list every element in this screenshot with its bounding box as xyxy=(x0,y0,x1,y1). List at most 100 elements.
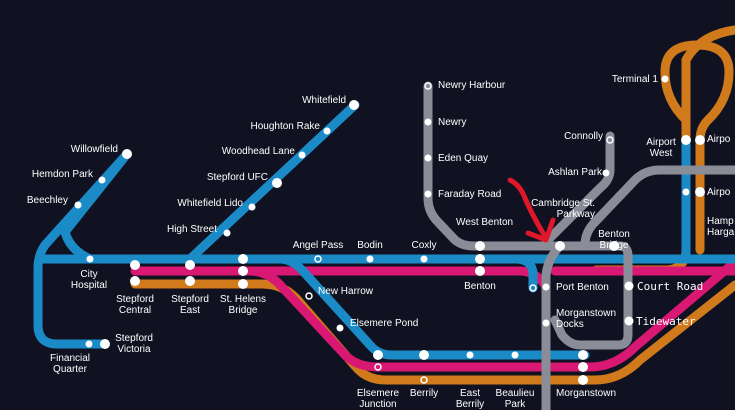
station-high-street[interactable] xyxy=(223,229,231,237)
station-houghton-rake[interactable] xyxy=(323,127,331,135)
station-airport-lower[interactable] xyxy=(695,187,705,197)
station-newry[interactable] xyxy=(424,118,432,126)
gray-line-newry xyxy=(423,81,565,410)
blue-line-west-loop xyxy=(33,149,132,349)
label-berrily: Berrily xyxy=(409,388,439,399)
label-elsemere-pond: Elsemere Pond xyxy=(350,318,419,329)
label-houghton-rake: Houghton Rake xyxy=(250,121,321,132)
station-newry-harbour[interactable] xyxy=(424,82,432,90)
label-woodhead-lane: Woodhead Lane xyxy=(221,146,295,157)
station-woodhead-lane[interactable] xyxy=(298,151,306,159)
station-elsemere-junction[interactable] xyxy=(374,363,382,371)
label-cambridge-st-parkway: Cambridge St. Parkway xyxy=(531,198,595,220)
station-benton[interactable] xyxy=(475,266,485,276)
label-cambridge-st-line1: Cambridge St. xyxy=(531,198,595,209)
label-morganstown-docks-line2: Docks xyxy=(556,319,584,330)
station-stepford-ufc[interactable] xyxy=(272,178,282,188)
label-beaulieu-park: Beaulieu Park xyxy=(492,388,538,410)
station-beechley[interactable] xyxy=(74,201,82,209)
station-berrily[interactable] xyxy=(420,376,428,384)
label-stepford-victoria-line1: Stepford xyxy=(115,333,153,344)
station-financial-quarter[interactable] xyxy=(85,340,93,348)
station-hemdon-park[interactable] xyxy=(98,176,106,184)
station-tidewater[interactable] xyxy=(624,316,634,326)
label-court-road: Court Road xyxy=(637,280,704,293)
station-stepford-east[interactable] xyxy=(185,260,195,270)
blue-line-benton-spur xyxy=(510,254,538,293)
label-stepford-central: Stepford Central xyxy=(110,294,160,316)
label-hemdon-park: Hemdon Park xyxy=(31,169,93,180)
station-coxly[interactable] xyxy=(420,255,428,263)
label-financial-quarter-line1: Financial xyxy=(49,353,91,364)
label-hamp-line1: Hamp xyxy=(707,216,734,227)
label-angel-pass: Angel Pass xyxy=(292,240,344,251)
station-terminal-1[interactable] xyxy=(661,75,669,83)
station-benton-bridge[interactable] xyxy=(609,241,619,251)
station-stepford-central[interactable] xyxy=(130,260,140,270)
station-east-berrily[interactable] xyxy=(466,351,474,359)
station-benton-2 xyxy=(475,254,485,264)
station-morganstown-2 xyxy=(578,362,588,372)
station-st-helens-bridge[interactable] xyxy=(238,254,248,264)
station-benton-spur xyxy=(529,284,537,292)
gray-line-airport xyxy=(580,165,735,250)
label-newry: Newry xyxy=(438,117,467,128)
label-bodin: Bodin xyxy=(357,240,383,251)
station-court-road[interactable] xyxy=(624,281,634,291)
station-willowfield[interactable] xyxy=(122,149,132,159)
station-angel-pass[interactable] xyxy=(314,255,322,263)
label-elsemere-junction-line1: Elsemere xyxy=(356,388,400,399)
annotation-arrow-head xyxy=(525,217,556,243)
label-west-benton: West Benton xyxy=(456,217,514,228)
station-faraday-road[interactable] xyxy=(424,190,432,198)
station-airport-west[interactable] xyxy=(681,135,691,145)
station-stepford-victoria[interactable] xyxy=(100,339,110,349)
label-morganstown-docks: Morganstown Docks xyxy=(556,308,616,330)
station-cambridge-st-parkway[interactable] xyxy=(555,241,565,251)
label-city-hospital-line1: City xyxy=(80,269,98,280)
station-elsemere-pond[interactable] xyxy=(336,324,344,332)
station-port-benton[interactable] xyxy=(542,283,550,291)
label-city-hospital: City Hospital xyxy=(66,269,112,291)
label-new-harrow: New Harrow xyxy=(318,286,374,297)
station-airport-top[interactable] xyxy=(695,135,705,145)
label-east-berrily: East Berrily xyxy=(450,388,490,410)
label-ashlan-park: Ashlan Park xyxy=(548,167,602,178)
label-stepford-east-line2: East xyxy=(179,305,200,316)
station-new-harrow[interactable] xyxy=(305,292,313,300)
station-eden-quay[interactable] xyxy=(424,154,432,162)
station-bodin[interactable] xyxy=(366,255,374,263)
label-stepford-victoria-line2: Victoria xyxy=(117,344,151,355)
blue-line-new-harrow xyxy=(275,254,590,360)
label-connolly: Connolly xyxy=(564,131,603,142)
station-st-helens-bridge-3 xyxy=(238,279,248,289)
station-morganstown[interactable] xyxy=(578,350,588,360)
station-whitefield-lido[interactable] xyxy=(248,203,256,211)
label-airport-lower: Airpo xyxy=(707,187,731,198)
label-newry-harbour: Newry Harbour xyxy=(438,80,506,91)
station-west-benton[interactable] xyxy=(475,241,485,251)
label-beaulieu-park-line1: Beaulieu xyxy=(495,388,535,399)
label-airport-top: Airpo xyxy=(707,134,731,145)
station-ashlan-park[interactable] xyxy=(602,169,610,177)
label-city-hospital-line2: Hospital xyxy=(70,280,108,291)
station-beaulieu-park[interactable] xyxy=(511,351,519,359)
station-connolly[interactable] xyxy=(606,136,614,144)
label-tidewater: Tidewater xyxy=(636,315,696,328)
station-morganstown-3 xyxy=(578,375,588,385)
label-beechley: Beechley xyxy=(26,195,68,206)
station-stepford-east-2 xyxy=(185,276,195,286)
label-cambridge-st-line2: Parkway xyxy=(556,209,595,220)
label-elsemere-junction-line2: Junction xyxy=(359,399,397,410)
label-port-benton: Port Benton xyxy=(556,282,609,293)
label-terminal-1: Terminal 1 xyxy=(611,74,658,85)
label-hamp: Hamp Harga xyxy=(707,216,734,238)
station-city-hospital[interactable] xyxy=(86,255,94,263)
station-whitefield[interactable] xyxy=(349,100,359,110)
label-stepford-victoria: Stepford Victoria xyxy=(110,333,158,355)
station-morganstown-docks[interactable] xyxy=(542,319,550,327)
label-morganstown-docks-line1: Morganstown xyxy=(556,308,617,319)
label-whitefield-lido: Whitefield Lido xyxy=(177,198,243,209)
label-stepford-central-line1: Stepford xyxy=(116,294,154,305)
